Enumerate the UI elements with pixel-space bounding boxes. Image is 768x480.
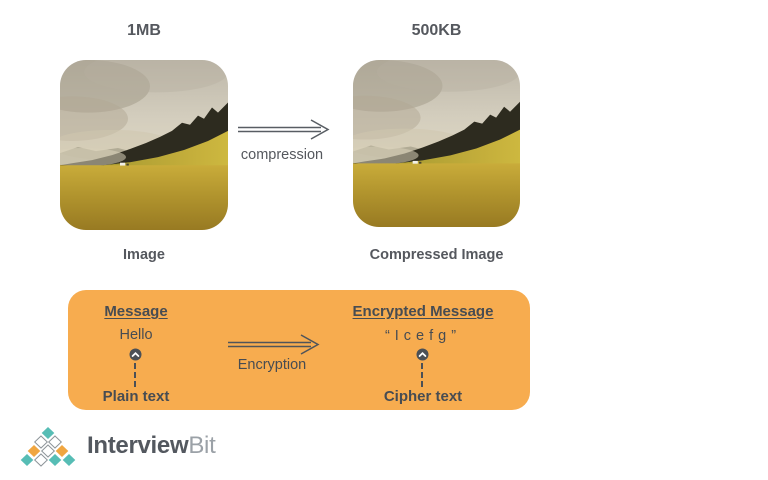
- message-value: Hello: [119, 327, 153, 343]
- encryption-arrow-icon: [226, 332, 321, 358]
- landscape-photo: [353, 60, 520, 227]
- encryption-box: Message Hello Plain text Encryption Encr…: [68, 290, 530, 410]
- compressed-size-label: 500KB: [411, 22, 462, 39]
- original-size-label: 1MB: [127, 22, 161, 39]
- compressed-image: [353, 60, 520, 227]
- chevron-up-circle-icon: [416, 348, 429, 361]
- original-image-caption: Image: [123, 247, 165, 263]
- message-title: Message: [104, 303, 168, 320]
- compression-arrow-label: compression: [240, 147, 324, 163]
- plain-text-caption: Plain text: [102, 388, 170, 405]
- interviewbit-pyramid-logo-icon: [20, 427, 76, 467]
- logo-text-interview: Interview: [87, 432, 189, 459]
- compression-arrow-icon: [236, 117, 331, 143]
- landscape-photo: [60, 60, 228, 230]
- cipher-text-connector: [421, 363, 423, 387]
- compressed-image-caption: Compressed Image: [369, 247, 504, 263]
- plain-text-connector: [134, 363, 136, 387]
- encrypted-message-value: “Icefg”: [384, 328, 462, 344]
- chevron-up-circle-icon: [129, 348, 142, 361]
- cipher-text-caption: Cipher text: [383, 388, 463, 405]
- original-image: [60, 60, 228, 230]
- encrypted-message-title: Encrypted Message: [352, 303, 494, 320]
- encryption-arrow-label: Encryption: [237, 357, 307, 373]
- interviewbit-logo-text: InterviewBit: [87, 432, 216, 460]
- logo-text-bit: Bit: [188, 432, 216, 459]
